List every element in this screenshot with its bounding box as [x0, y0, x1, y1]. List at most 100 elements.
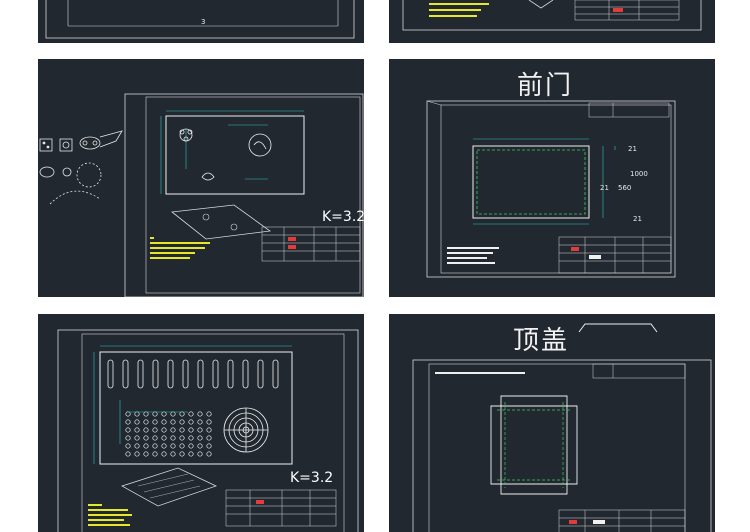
vent-hole — [125, 435, 131, 441]
vent-hole — [188, 443, 194, 449]
vent-hole — [206, 411, 212, 417]
drawing-middle-right: 21 1000 21 560 21 — [426, 100, 676, 278]
vent-slot — [242, 359, 249, 389]
vent-hole — [134, 419, 140, 425]
unfolded-cover — [490, 395, 578, 495]
title-block — [574, 0, 680, 21]
vent-hole — [161, 411, 167, 417]
vent-hole — [188, 435, 194, 441]
drawing-bottom-right — [412, 323, 712, 532]
notes-block — [447, 247, 499, 264]
panel-title: 前门 — [517, 71, 574, 101]
vent-hole — [125, 427, 131, 433]
vent-hole — [179, 427, 185, 433]
dimension-top: 21 — [628, 145, 637, 153]
drawing-panel-bottom-right: 顶盖 — [389, 314, 715, 532]
vent-hole — [152, 419, 158, 425]
vent-hole — [143, 451, 149, 457]
title-block — [261, 226, 361, 262]
vent-hole — [152, 443, 158, 449]
vent-hole — [197, 419, 203, 425]
title-block — [558, 236, 672, 274]
vent-hole — [179, 419, 185, 425]
vent-hole — [125, 451, 131, 457]
vent-hole — [152, 451, 158, 457]
vent-hole — [134, 443, 140, 449]
vent-hole — [188, 419, 194, 425]
hole-grid — [125, 411, 212, 457]
vent-hole — [125, 411, 131, 417]
k-factor-label: K=3.2 — [290, 470, 334, 486]
vent-slot — [257, 359, 264, 389]
vent-slot — [167, 359, 174, 389]
k-factor-label: K=3.2 — [322, 209, 364, 225]
vent-slot — [197, 359, 204, 389]
vent-hole — [143, 419, 149, 425]
drawing-top-left: 3 — [45, 0, 355, 39]
vent-hole — [206, 427, 212, 433]
dimension-bottom: 21 — [633, 215, 642, 223]
vent-hole — [161, 419, 167, 425]
vent-slot — [152, 359, 159, 389]
vent-hole — [206, 451, 212, 457]
plate-features — [179, 128, 272, 181]
drawing-bottom-left — [57, 329, 359, 532]
vent-slot — [107, 359, 114, 389]
drawing-panel-top-right — [389, 0, 715, 43]
vent-hole — [206, 443, 212, 449]
vent-hole — [152, 411, 158, 417]
vent-hole — [197, 427, 203, 433]
dimension-lines — [473, 138, 616, 225]
vent-slot — [212, 359, 219, 389]
vent-slot — [272, 359, 279, 389]
vent-hole — [134, 411, 140, 417]
vent-hole — [170, 419, 176, 425]
vent-hole — [134, 435, 140, 441]
vent-hole — [188, 411, 194, 417]
dimension-left: 21 — [600, 184, 609, 192]
fan-guard — [223, 407, 269, 453]
vent-hole — [197, 451, 203, 457]
vent-hole — [152, 435, 158, 441]
drawing-top-right — [402, 0, 702, 31]
vent-hole — [143, 435, 149, 441]
dimension-height: 1000 — [630, 170, 648, 178]
vent-hole — [197, 443, 203, 449]
vent-hole — [179, 451, 185, 457]
title-block — [225, 489, 337, 527]
vent-hole — [143, 427, 149, 433]
title-block — [558, 509, 686, 532]
vent-hole — [134, 427, 140, 433]
vent-hole — [170, 451, 176, 457]
notes-block — [435, 372, 525, 374]
vent-hole — [125, 443, 131, 449]
drawing-panel-bottom-left: K=3.2 — [38, 314, 364, 532]
top-cover-profile — [578, 323, 658, 333]
vent-hole — [179, 443, 185, 449]
dimension-label: 3 — [201, 18, 205, 26]
notes-block — [88, 504, 132, 526]
vent-slot — [122, 359, 129, 389]
tool-icons — [39, 130, 123, 205]
notes-block — [150, 237, 210, 259]
vent-hole — [161, 427, 167, 433]
vent-slot — [182, 359, 189, 389]
vent-hole — [143, 411, 149, 417]
drawing-panel-middle-right: 21 1000 21 560 21 前门 — [389, 59, 715, 297]
dimension-width: 560 — [618, 184, 631, 192]
vent-hole — [179, 435, 185, 441]
vent-hole — [188, 427, 194, 433]
vent-hole — [170, 427, 176, 433]
vent-hole — [134, 451, 140, 457]
vent-hole — [161, 451, 167, 457]
bend-lines — [497, 402, 571, 488]
vent-slot — [137, 359, 144, 389]
vent-slot — [227, 359, 234, 389]
drawing-middle-left — [39, 93, 364, 297]
vent-hole — [179, 411, 185, 417]
vent-hole — [197, 435, 203, 441]
vent-hole — [143, 443, 149, 449]
vent-hole — [188, 451, 194, 457]
drawing-panel-top-left: 3 — [38, 0, 364, 43]
vent-hole — [170, 435, 176, 441]
